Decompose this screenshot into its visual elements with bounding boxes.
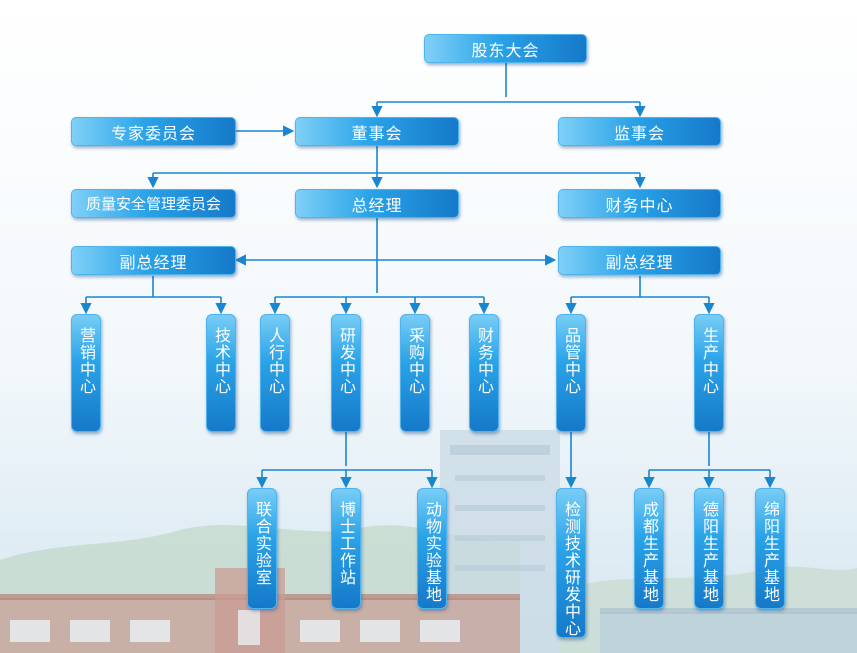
node-joint-lab: 联合实验室 [247, 488, 277, 609]
rd-center-label: 研发中心 [337, 327, 356, 395]
animal-test-base-label: 动物实验基地 [423, 501, 442, 603]
node-rd-center: 研发中心 [331, 314, 361, 432]
deyang-base-label: 德阳生产基地 [700, 501, 719, 603]
finance-center-2-label: 财务中心 [475, 327, 494, 395]
node-deputy-gm-right: 副总经理 [558, 246, 721, 275]
node-finance-center-2: 财务中心 [469, 314, 499, 432]
node-procurement-center: 采购中心 [400, 314, 430, 432]
production-center-label: 生产中心 [700, 327, 719, 395]
quality-mgmt-center-label: 品管中心 [562, 327, 581, 395]
node-expert-committee: 专家委员会 [71, 117, 236, 146]
hr-center-label: 人行中心 [266, 327, 285, 395]
node-shareholders-meeting: 股东大会 [424, 34, 587, 63]
node-supervisory-board: 监事会 [558, 117, 721, 146]
node-marketing-center: 营销中心 [71, 314, 101, 432]
technology-center-label: 技术中心 [212, 327, 231, 395]
node-postdoc-station: 博士工作站 [331, 488, 361, 609]
mianyang-base-label: 绵阳生产基地 [761, 501, 780, 603]
node-finance-center: 财务中心 [558, 189, 721, 218]
marketing-center-label: 营销中心 [77, 327, 96, 395]
testing-rd-center-label: 检测技术研发中心 [562, 501, 581, 637]
node-deputy-gm-left: 副总经理 [71, 246, 236, 275]
node-hr-center: 人行中心 [260, 314, 290, 432]
node-testing-rd-center: 检测技术研发中心 [556, 488, 586, 638]
node-mianyang-base: 绵阳生产基地 [755, 488, 785, 609]
node-chengdu-base: 成都生产基地 [634, 488, 664, 609]
node-animal-test-base: 动物实验基地 [417, 488, 447, 609]
node-quality-mgmt-center: 品管中心 [556, 314, 586, 432]
chengdu-base-label: 成都生产基地 [640, 501, 659, 603]
node-quality-safety-committee: 质量安全管理委员会 [71, 189, 236, 218]
node-production-center: 生产中心 [694, 314, 724, 432]
joint-lab-label: 联合实验室 [253, 501, 272, 586]
node-deyang-base: 德阳生产基地 [694, 488, 724, 609]
node-board-of-directors: 董事会 [295, 117, 459, 146]
node-general-manager: 总经理 [295, 189, 459, 218]
node-technology-center: 技术中心 [206, 314, 236, 432]
procurement-center-label: 采购中心 [406, 327, 425, 395]
postdoc-station-label: 博士工作站 [337, 501, 356, 586]
